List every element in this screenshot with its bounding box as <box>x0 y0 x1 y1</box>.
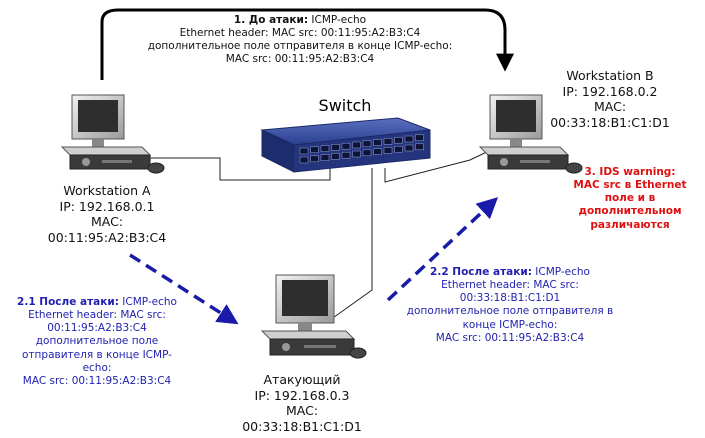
cable-a-switch <box>150 157 331 181</box>
switch-port <box>404 144 414 152</box>
workstation-a-mac: 00:11:95:A2:B3:C4 <box>47 229 167 245</box>
switch-port <box>310 155 319 163</box>
step21-arrow <box>129 253 239 325</box>
workstation-a-ip: IP: 192.168.0.1 <box>59 198 155 214</box>
attacker-mac-label: MAC: <box>285 403 319 419</box>
switch-port <box>352 150 361 158</box>
switch-port <box>310 146 319 154</box>
step22-caption: 2.2 После атаки: ICMP-echo Ethernet head… <box>400 266 620 345</box>
switch-port <box>341 142 351 150</box>
step1-title: 1. До атаки: <box>233 14 309 26</box>
step22-arrow <box>386 197 499 302</box>
workstation-b-label: Workstation B IP: 192.168.0.2 MAC: 00:33… <box>540 68 680 131</box>
step21-line: echo: <box>82 361 112 374</box>
switch-port <box>352 141 361 149</box>
step21-line: 00:11:95:A2:B3:C4 <box>47 322 147 335</box>
step1-caption: 1. До атаки: ICMP-echo Ethernet header: … <box>140 14 460 67</box>
step21-line: дополнительное поле <box>35 335 159 348</box>
workstation-b-mac: 00:33:18:B1:C1:D1 <box>550 114 670 130</box>
switch-port <box>320 154 330 161</box>
step1-line: Ethernet header: MAC src: 00:11:95:A2:B3… <box>179 27 421 40</box>
switch-port <box>383 138 393 145</box>
step22-line: MAC src: 00:11:95:A2:B3:C4 <box>435 331 585 344</box>
network-cables <box>150 147 496 321</box>
step1-line: дополнительное поле отправителя в конце … <box>147 40 453 53</box>
switch-port <box>331 153 340 160</box>
step22-line: 00:33:18:B1:C1:D1 <box>459 292 561 305</box>
workstation-b-name: Workstation B <box>566 68 654 83</box>
workstation-b-ip: IP: 192.168.0.2 <box>562 83 658 99</box>
attacker-name: Атакующий <box>263 372 341 387</box>
switch-port <box>415 134 424 142</box>
cable-attacker-switch <box>329 168 373 321</box>
cable-b-switch <box>384 147 496 183</box>
step1-arrow <box>100 8 514 80</box>
switch-ports <box>299 134 424 164</box>
workstation-a-mac-label: MAC: <box>90 214 124 230</box>
ids-warning-line: дополнительном <box>578 205 682 218</box>
step21-caption: 2.1 После атаки: ICMP-echo Ethernet head… <box>2 296 192 388</box>
switch-port <box>362 140 372 148</box>
step21-title: 2.1 После атаки: <box>17 296 119 308</box>
attacker-label: Атакующий IP: 192.168.0.3 MAC: 00:33:18:… <box>232 372 372 435</box>
switch-label: Switch <box>318 96 372 115</box>
switch-port <box>341 151 351 159</box>
ids-warning-line: MAC src в Ethernet <box>573 179 687 192</box>
step22-line: Ethernet header: MAC src: <box>441 279 579 292</box>
computer-icon <box>60 94 152 170</box>
switch-port <box>331 144 340 151</box>
step21-line: Ethernet header: MAC src: <box>28 309 166 322</box>
ids-warning-line: различаются <box>590 218 670 231</box>
switch-port <box>362 149 372 157</box>
workstation-a-name: Workstation A <box>63 183 151 198</box>
attacker-mac: 00:33:18:B1:C1:D1 <box>242 418 362 434</box>
switch-port <box>373 139 382 146</box>
step22-title-rest: ICMP-echo <box>531 266 590 278</box>
switch-port <box>404 135 414 143</box>
step1-line: MAC src: 00:11:95:A2:B3:C4 <box>225 53 375 66</box>
switch-port <box>299 156 309 164</box>
ids-warning-line: 3. IDS warning: <box>584 166 676 178</box>
mouse-icon <box>147 162 165 174</box>
ids-warning: 3. IDS warning: MAC src в Ethernet поле … <box>560 166 700 232</box>
step22-line: конце ICMP-echo: <box>462 318 558 331</box>
ids-warning-line: поле и в <box>604 192 656 205</box>
step22-line: дополнительное поле отправителя в <box>406 305 614 318</box>
mouse-icon <box>349 347 367 359</box>
switch-port <box>320 145 330 152</box>
step21-line: MAC src: 00:11:95:A2:B3:C4 <box>22 374 172 387</box>
workstation-b-mac-label: MAC: <box>593 99 627 115</box>
step21-line: отправителя в конце ICMP- <box>22 348 172 361</box>
switch-port <box>373 148 382 155</box>
switch-port <box>394 136 403 144</box>
switch-port <box>394 145 403 153</box>
workstation-a-label: Workstation A IP: 192.168.0.1 MAC: 00:11… <box>32 183 182 246</box>
computer-icon <box>478 94 570 170</box>
switch-port <box>415 143 424 151</box>
step1-title-rest: ICMP-echo <box>308 14 367 26</box>
switch-port <box>299 147 309 155</box>
switch-port <box>383 147 393 154</box>
computer-icon <box>260 274 356 356</box>
attacker-ip: IP: 192.168.0.3 <box>254 387 350 403</box>
step22-title: 2.2 После атаки: <box>430 266 532 278</box>
step21-title-rest: ICMP-echo <box>118 296 177 308</box>
mouse-icon <box>565 162 583 174</box>
